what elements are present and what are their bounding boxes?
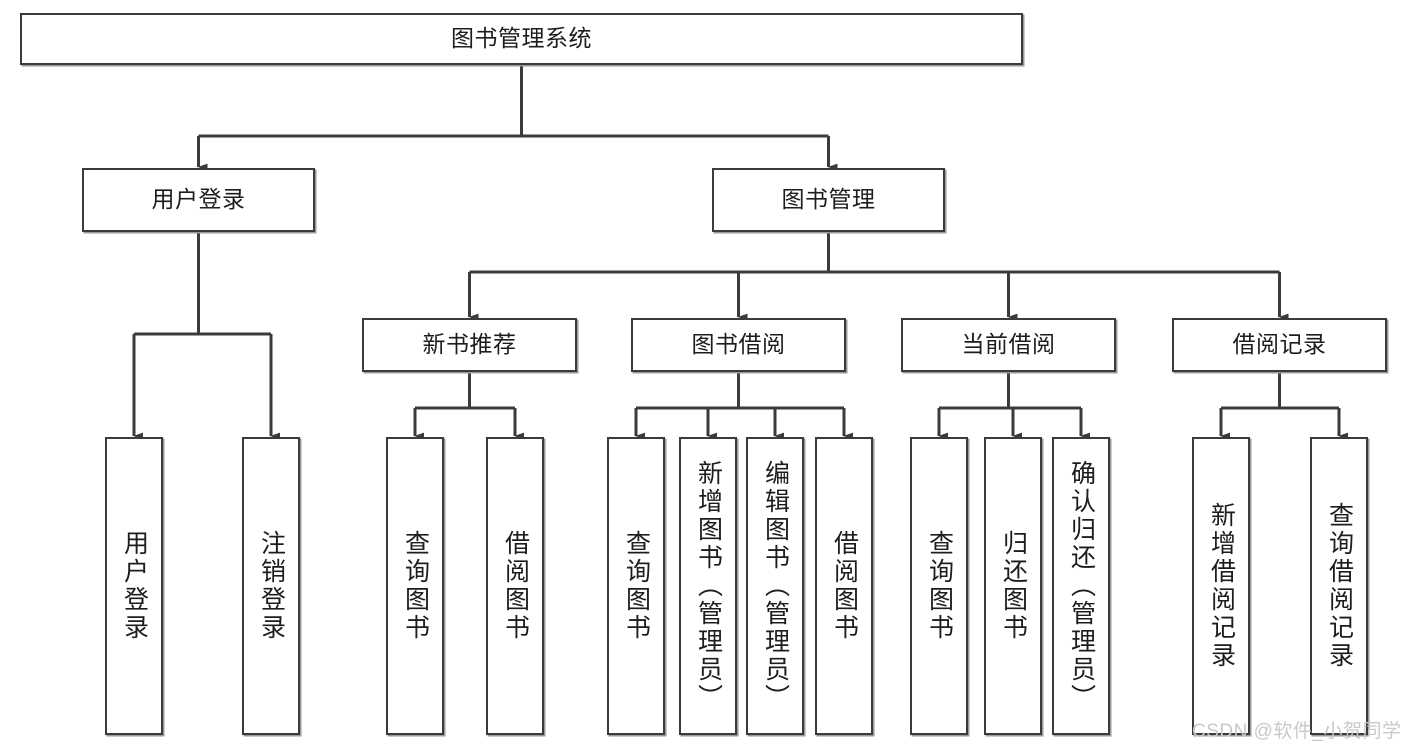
node-book-borrow[interactable]: 图书借阅 (631, 318, 846, 372)
node-label-leaf-logout: 注销登录 (257, 530, 286, 642)
node-label-leaf-confirm-return: 确认归还（管理员） (1067, 460, 1096, 712)
node-borrow-record[interactable]: 借阅记录 (1172, 318, 1387, 372)
node-leaf-borrow-book-1[interactable]: 借阅图书 (486, 437, 544, 735)
node-leaf-borrow-book-2[interactable]: 借阅图书 (815, 437, 873, 735)
node-leaf-add-book[interactable]: 新增图书（管理员） (679, 437, 737, 735)
node-label-leaf-add-record: 新增借阅记录 (1207, 502, 1236, 670)
node-label-new-book-rec: 新书推荐 (422, 331, 517, 358)
node-leaf-confirm-return[interactable]: 确认归还（管理员） (1052, 437, 1110, 735)
node-label-user-login: 用户登录 (151, 186, 246, 213)
node-label-leaf-query-record: 查询借阅记录 (1325, 502, 1354, 670)
node-label-leaf-query-book-1: 查询图书 (401, 530, 430, 642)
node-label-leaf-return-book: 归还图书 (999, 530, 1028, 642)
node-label-book-borrow: 图书借阅 (691, 331, 786, 358)
node-leaf-return-book[interactable]: 归还图书 (984, 437, 1042, 735)
node-label-leaf-query-book-2: 查询图书 (622, 530, 651, 642)
node-leaf-edit-book[interactable]: 编辑图书（管理员） (746, 437, 804, 735)
node-label-leaf-user-login: 用户登录 (120, 530, 149, 642)
node-leaf-query-record[interactable]: 查询借阅记录 (1310, 437, 1368, 735)
node-label-leaf-edit-book: 编辑图书（管理员） (761, 460, 790, 712)
node-label-leaf-borrow-book-2: 借阅图书 (830, 530, 859, 642)
node-leaf-logout[interactable]: 注销登录 (242, 437, 300, 735)
node-user-login[interactable]: 用户登录 (82, 168, 315, 232)
node-label-current-borrow: 当前借阅 (961, 331, 1056, 358)
node-label-leaf-borrow-book-1: 借阅图书 (501, 530, 530, 642)
node-new-book-rec[interactable]: 新书推荐 (362, 318, 577, 372)
node-current-borrow[interactable]: 当前借阅 (901, 318, 1116, 372)
csdn-watermark: CSDN @软件_小贺同学 (1192, 721, 1402, 742)
node-leaf-query-book-3[interactable]: 查询图书 (910, 437, 968, 735)
node-label-borrow-record: 借阅记录 (1232, 331, 1327, 358)
node-leaf-add-record[interactable]: 新增借阅记录 (1192, 437, 1250, 735)
node-leaf-query-book-2[interactable]: 查询图书 (607, 437, 665, 735)
node-leaf-user-login[interactable]: 用户登录 (105, 437, 163, 735)
node-label-leaf-add-book: 新增图书（管理员） (694, 460, 723, 712)
node-label-root: 图书管理系统 (451, 25, 592, 52)
node-leaf-query-book-1[interactable]: 查询图书 (386, 437, 444, 735)
node-book-manage[interactable]: 图书管理 (712, 168, 945, 232)
node-label-book-manage: 图书管理 (781, 186, 876, 213)
node-root[interactable]: 图书管理系统 (20, 13, 1023, 65)
node-label-leaf-query-book-3: 查询图书 (925, 530, 954, 642)
